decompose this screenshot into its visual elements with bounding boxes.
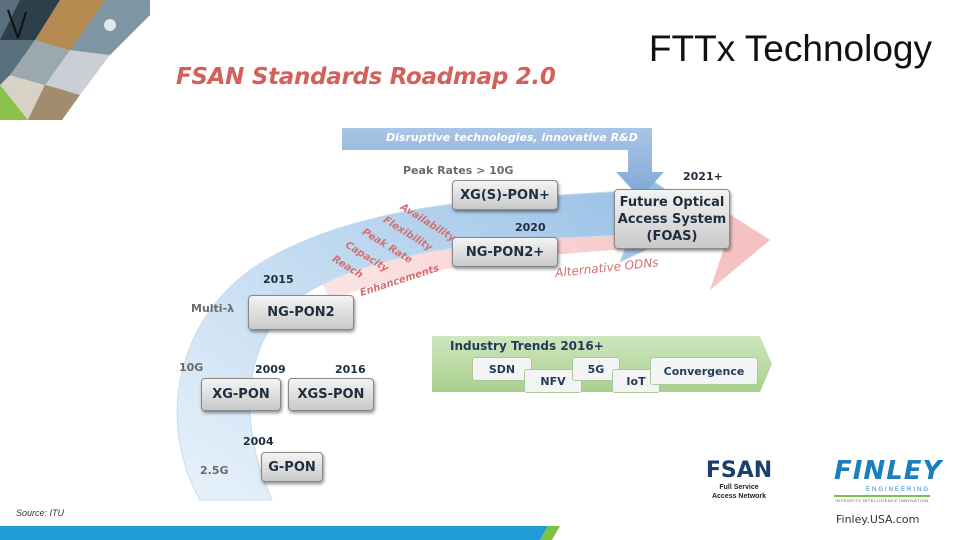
finley-logo-sub1: ENGINEERING: [834, 486, 930, 494]
foas-line-2: Access System: [618, 211, 726, 228]
ng-pon2-plus-box: NG-PON2+: [452, 237, 558, 267]
xgs-pon-box: XGS-PON: [288, 378, 374, 411]
trend-sdn: SDN: [472, 357, 532, 381]
year-2021-label: 2021+: [683, 170, 723, 183]
ng-pon2-box: NG-PON2: [248, 295, 354, 330]
two-five-g-label: 2.5G: [200, 464, 229, 477]
year-2009-label: 2009: [255, 363, 286, 376]
foas-box: Future Optical Access System (FOAS): [614, 189, 730, 249]
foas-line-1: Future Optical: [620, 194, 725, 211]
ten-g-label: 10G: [179, 361, 203, 374]
disruptive-label: Disruptive technologies, innovative R&D: [386, 131, 638, 144]
fsan-logo: FSAN Full Service Access Network: [702, 459, 776, 501]
trend-convergence: Convergence: [650, 357, 758, 385]
year-2015-label: 2015: [263, 273, 294, 286]
peak-rates-label: Peak Rates > 10G: [403, 164, 513, 177]
source-label: Source: ITU: [16, 508, 64, 518]
finley-logo: FINLEY ENGINEERING INTEGRITY INTELLIGENC…: [834, 456, 930, 504]
finley-logo-rule: [834, 495, 930, 497]
industry-trends-title: Industry Trends 2016+: [450, 339, 604, 353]
footer-bar: [0, 526, 960, 540]
fsan-logo-sub2: Access Network: [702, 492, 776, 501]
website-label: Finley.USA.com: [836, 513, 919, 526]
xgs-pon-plus-box: XG(S)-PON+: [452, 180, 558, 210]
year-2020-label: 2020: [515, 221, 546, 234]
foas-line-3: (FOAS): [647, 228, 698, 245]
multi-lambda-label: Multi-λ: [191, 302, 234, 315]
year-2004-label: 2004: [243, 435, 274, 448]
finley-logo-text: FINLEY: [834, 456, 930, 486]
fsan-logo-sub1: Full Service: [702, 483, 776, 492]
xg-pon-box: XG-PON: [201, 378, 281, 411]
fsan-logo-text: FSAN: [702, 459, 776, 483]
year-2016-label: 2016: [335, 363, 366, 376]
g-pon-box: G-PON: [261, 452, 323, 482]
finley-logo-sub2: INTEGRITY INTELLIGENCE INNOVATION: [834, 498, 930, 504]
